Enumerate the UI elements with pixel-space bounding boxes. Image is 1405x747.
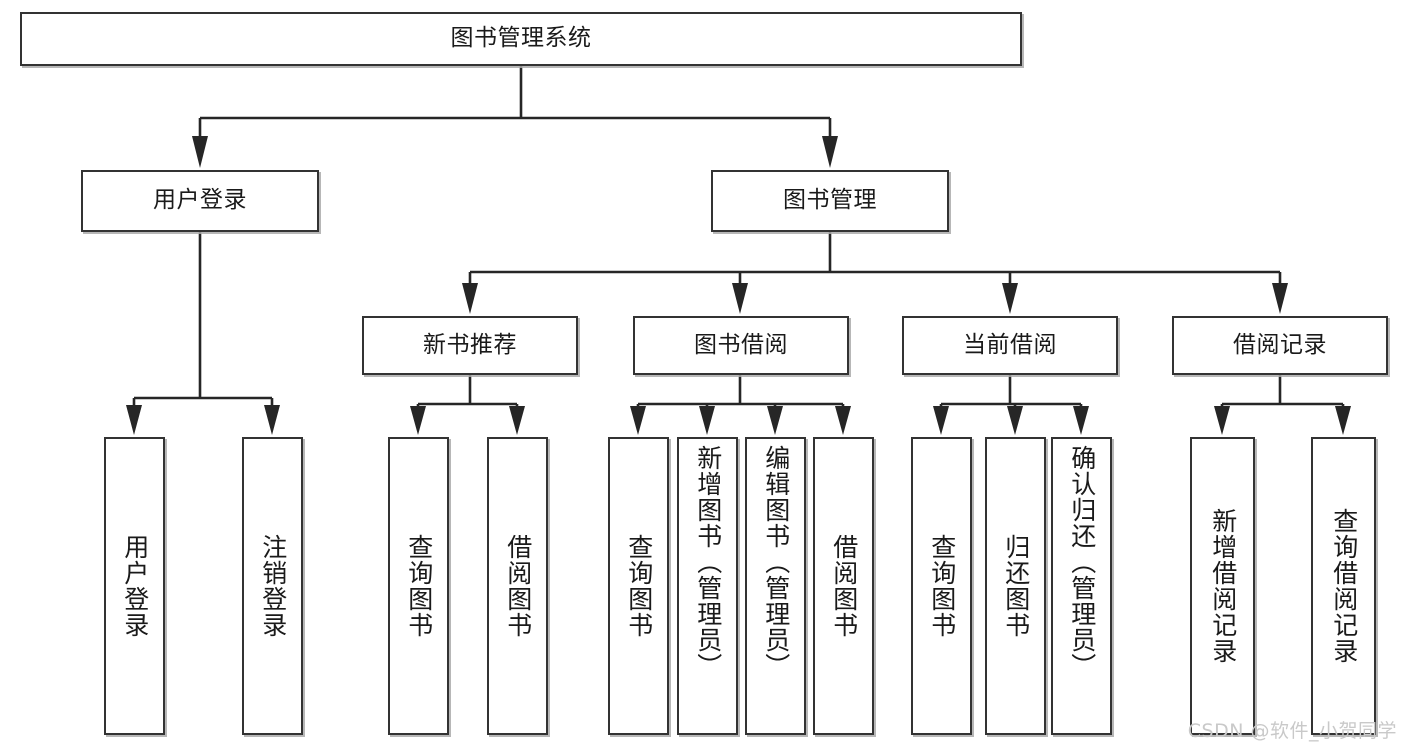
node-leaf-query-book-2-label: 查询图书 [624, 534, 654, 638]
node-current-borrow-label: 当前借阅 [963, 331, 1057, 358]
node-leaf-add-book[interactable]: 新增图书（管理员） [677, 437, 738, 735]
node-current-borrow[interactable]: 当前借阅 [902, 316, 1118, 375]
node-new-book-recommend-label: 新书推荐 [423, 331, 517, 358]
node-leaf-borrow-book-2[interactable]: 借阅图书 [813, 437, 874, 735]
node-leaf-borrow-book-1[interactable]: 借阅图书 [487, 437, 548, 735]
node-root-label: 图书管理系统 [450, 25, 592, 52]
node-root[interactable]: 图书管理系统 [20, 12, 1022, 66]
node-leaf-logout-label: 注销登录 [258, 534, 288, 638]
node-leaf-edit-book-label: 编辑图书（管理员） [761, 445, 791, 679]
node-user-login-label: 用户登录 [153, 187, 247, 214]
node-leaf-add-record[interactable]: 新增借阅记录 [1190, 437, 1255, 735]
node-leaf-query-record[interactable]: 查询借阅记录 [1311, 437, 1376, 735]
node-leaf-user-login[interactable]: 用户登录 [104, 437, 165, 735]
node-book-manage-label: 图书管理 [783, 187, 877, 214]
node-leaf-query-book-3-label: 查询图书 [927, 534, 957, 638]
node-leaf-user-login-label: 用户登录 [120, 534, 150, 638]
node-leaf-query-record-label: 查询借阅记录 [1329, 508, 1359, 664]
node-book-borrow[interactable]: 图书借阅 [633, 316, 849, 375]
node-leaf-logout[interactable]: 注销登录 [242, 437, 303, 735]
node-leaf-add-book-label: 新增图书（管理员） [693, 445, 723, 679]
node-leaf-add-record-label: 新增借阅记录 [1208, 508, 1238, 664]
node-leaf-borrow-book-1-label: 借阅图书 [503, 534, 533, 638]
node-borrow-record-label: 借阅记录 [1233, 331, 1327, 358]
node-book-manage[interactable]: 图书管理 [711, 170, 949, 232]
node-borrow-record[interactable]: 借阅记录 [1172, 316, 1388, 375]
csdn-watermark: CSDN @软件_小贺同学 [1187, 720, 1397, 742]
node-leaf-edit-book[interactable]: 编辑图书（管理员） [745, 437, 806, 735]
node-leaf-return-book[interactable]: 归还图书 [985, 437, 1046, 735]
node-leaf-return-book-label: 归还图书 [1001, 534, 1031, 638]
node-leaf-query-book-1-label: 查询图书 [404, 534, 434, 638]
node-book-borrow-label: 图书借阅 [694, 331, 788, 358]
node-leaf-query-book-2[interactable]: 查询图书 [608, 437, 669, 735]
node-leaf-query-book-3[interactable]: 查询图书 [911, 437, 972, 735]
node-new-book-recommend[interactable]: 新书推荐 [362, 316, 578, 375]
node-leaf-borrow-book-2-label: 借阅图书 [829, 534, 859, 638]
node-user-login[interactable]: 用户登录 [81, 170, 319, 232]
node-leaf-confirm-return[interactable]: 确认归还（管理员） [1051, 437, 1112, 735]
node-leaf-confirm-return-label: 确认归还（管理员） [1067, 445, 1097, 679]
node-leaf-query-book-1[interactable]: 查询图书 [388, 437, 449, 735]
